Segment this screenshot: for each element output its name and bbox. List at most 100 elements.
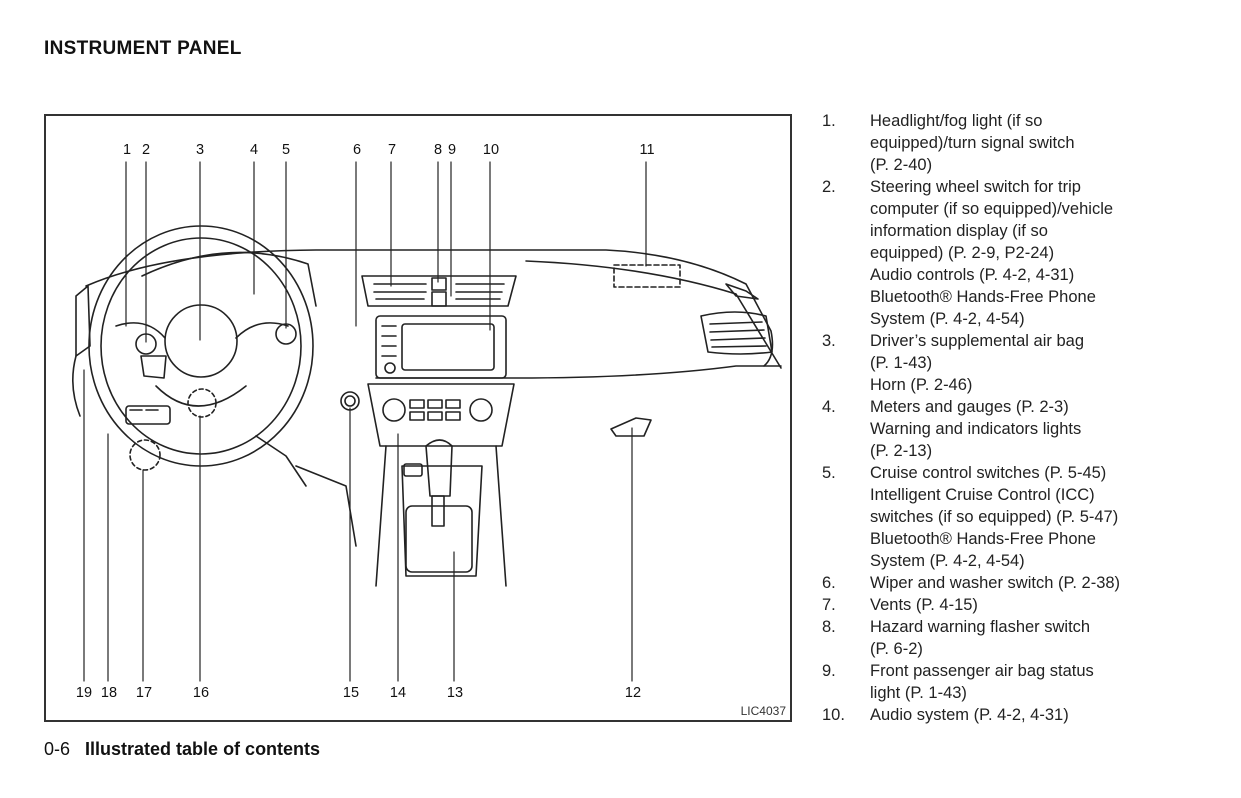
dash-lower-edge [375, 365, 782, 379]
legend-line: Horn (P. 2-46) [870, 376, 973, 394]
legend-item-text: Hazard warning flasher switch (P. 6-2) [870, 616, 1232, 660]
steering-wheel-icon [88, 225, 314, 467]
legend-item: 6. Wiper and washer switch (P. 2-38) [822, 572, 1232, 594]
legend-line: Headlight/fog light (if so [870, 112, 1043, 130]
legend-item: 2. Steering wheel switch for trip computer… [822, 176, 1232, 330]
callout-16: 16 [192, 685, 210, 701]
legend-line: Steering wheel switch for trip [870, 178, 1081, 196]
page-footer: 0-6 Illustrated table of contents [44, 739, 320, 760]
passenger-airbag-box [613, 264, 681, 288]
callout-1: 1 [122, 142, 132, 158]
legend-item-number: 3. [822, 332, 836, 350]
callout-7: 7 [387, 142, 397, 158]
left-panel-icon [72, 285, 171, 425]
legend-item-text: Front passenger air bag status light (P. … [870, 660, 1232, 704]
knee-airbag-marker-17 [129, 439, 161, 471]
dashboard-illustration [72, 161, 782, 682]
callout-11: 11 [639, 142, 655, 158]
legend-line: (P. 2-13) [870, 442, 933, 460]
climate-controls-icon [367, 383, 515, 447]
legend-line: Audio controls (P. 4-2, 4-31) [870, 266, 1075, 284]
legend-line: equipped) (P. 2-9, P2-24) [870, 244, 1055, 262]
legend-line: Intelligent Cruise Control (ICC) [870, 486, 1095, 504]
legend-item-text: Steering wheel switch for trip computer (… [870, 176, 1232, 330]
legend-item: 1. Headlight/fog light (if so equipped)/tu… [822, 110, 1232, 176]
legend-item-text: Headlight/fog light (if so equipped)/turn… [870, 110, 1232, 176]
legend-line: Hazard warning flasher switch [870, 618, 1091, 636]
callout-8: 8 [433, 142, 443, 158]
legend-line: Cruise control switches (P. 5-45) [870, 464, 1107, 482]
instrument-panel-diagram: 1 2 3 4 5 6 7 8 9 10 11 12 13 14 15 16 1… [44, 114, 792, 722]
legend-item-number: 4. [822, 398, 836, 416]
legend-item-number: 7. [822, 596, 836, 614]
callout-14: 14 [389, 685, 407, 701]
legend-line: (P. 6-2) [870, 640, 923, 658]
legend-line: (P. 2-40) [870, 156, 933, 174]
callout-19: 19 [75, 685, 93, 701]
legend-item-text: Driver’s supplemental air bag (P. 1-43) Ho… [870, 330, 1232, 396]
legend-line: Wiper and washer switch (P. 2-38) [870, 574, 1121, 592]
legend-item-number: 1. [822, 112, 836, 130]
legend-line: Bluetooth® Hands-Free Phone [870, 530, 1096, 548]
legend-item: 7. Vents (P. 4-15) [822, 594, 1232, 616]
glovebox-latch-icon [610, 417, 652, 437]
legend-list: 1. Headlight/fog light (if so equipped)/tu… [822, 110, 1232, 726]
callout-13: 13 [446, 685, 464, 701]
legend-item-number: 5. [822, 464, 836, 482]
shift-lever-icon [375, 439, 507, 587]
legend-line: Driver’s supplemental air bag [870, 332, 1084, 350]
legend-line: Audio system (P. 4-2, 4-31) [870, 706, 1069, 724]
legend-item: 9. Front passenger air bag status light (P… [822, 660, 1232, 704]
legend-line: switches (if so equipped) (P. 5-47) [870, 508, 1119, 526]
callout-leaders [83, 161, 647, 682]
page-title: INSTRUMENT PANEL [44, 38, 242, 59]
legend-item: 8. Hazard warning flasher switch (P. 6-2) [822, 616, 1232, 660]
legend-item-number: 8. [822, 618, 836, 636]
legend-line: Warning and indicators lights [870, 420, 1082, 438]
legend-item-text: Vents (P. 4-15) [870, 594, 1232, 616]
center-vents-icon [361, 275, 517, 307]
section-title: Illustrated table of contents [85, 739, 321, 759]
legend-item-number: 2. [822, 178, 836, 196]
callout-3: 3 [195, 142, 205, 158]
callout-18: 18 [100, 685, 118, 701]
passenger-dash-face [525, 260, 782, 369]
callout-4: 4 [249, 142, 259, 158]
callout-12: 12 [624, 685, 642, 701]
legend-item: 4. Meters and gauges (P. 2-3) Warning and … [822, 396, 1232, 462]
legend-item: 5. Cruise control switches (P. 5-45) Intel… [822, 462, 1232, 572]
legend-item: 3. Driver’s supplemental air bag (P. 1-43)… [822, 330, 1232, 396]
callout-5: 5 [281, 142, 291, 158]
right-vent-icon [700, 283, 773, 355]
figure-id: LIC4037 [740, 704, 786, 718]
legend-line: Front passenger air bag status [870, 662, 1094, 680]
legend-line: equipped)/turn signal switch [870, 134, 1075, 152]
audio-display-icon [375, 315, 507, 379]
knee-airbag-marker-16 [187, 388, 217, 418]
legend-line: System (P. 4-2, 4-54) [870, 310, 1025, 328]
legend-item-number: 9. [822, 662, 836, 680]
callout-10: 10 [482, 142, 500, 158]
push-start-icon [340, 391, 360, 411]
legend-line: System (P. 4-2, 4-54) [870, 552, 1025, 570]
legend-item-number: 6. [822, 574, 836, 592]
legend-item-text: Meters and gauges (P. 2-3) Warning and in… [870, 396, 1232, 462]
cluster-hood [141, 251, 317, 307]
legend-line: computer (if so equipped)/vehicle [870, 200, 1114, 218]
steering-column [255, 435, 357, 547]
legend-item-text: Audio system (P. 4-2, 4-31) [870, 704, 1232, 726]
callout-2: 2 [141, 142, 151, 158]
legend-item-number: 10. [822, 706, 845, 724]
legend-line: Bluetooth® Hands-Free Phone [870, 288, 1096, 306]
legend-line: light (P. 1-43) [870, 684, 967, 702]
callout-9: 9 [447, 142, 457, 158]
legend-line: information display (if so [870, 222, 1048, 240]
dash-top-outline [85, 249, 774, 367]
legend-line: (P. 1-43) [870, 354, 933, 372]
page-number: 0-6 [44, 739, 71, 759]
callout-17: 17 [135, 685, 153, 701]
legend-item: 10. Audio system (P. 4-2, 4-31) [822, 704, 1232, 726]
callout-15: 15 [342, 685, 360, 701]
legend-item-text: Wiper and washer switch (P. 2-38) [870, 572, 1232, 594]
legend-line: Meters and gauges (P. 2-3) [870, 398, 1069, 416]
